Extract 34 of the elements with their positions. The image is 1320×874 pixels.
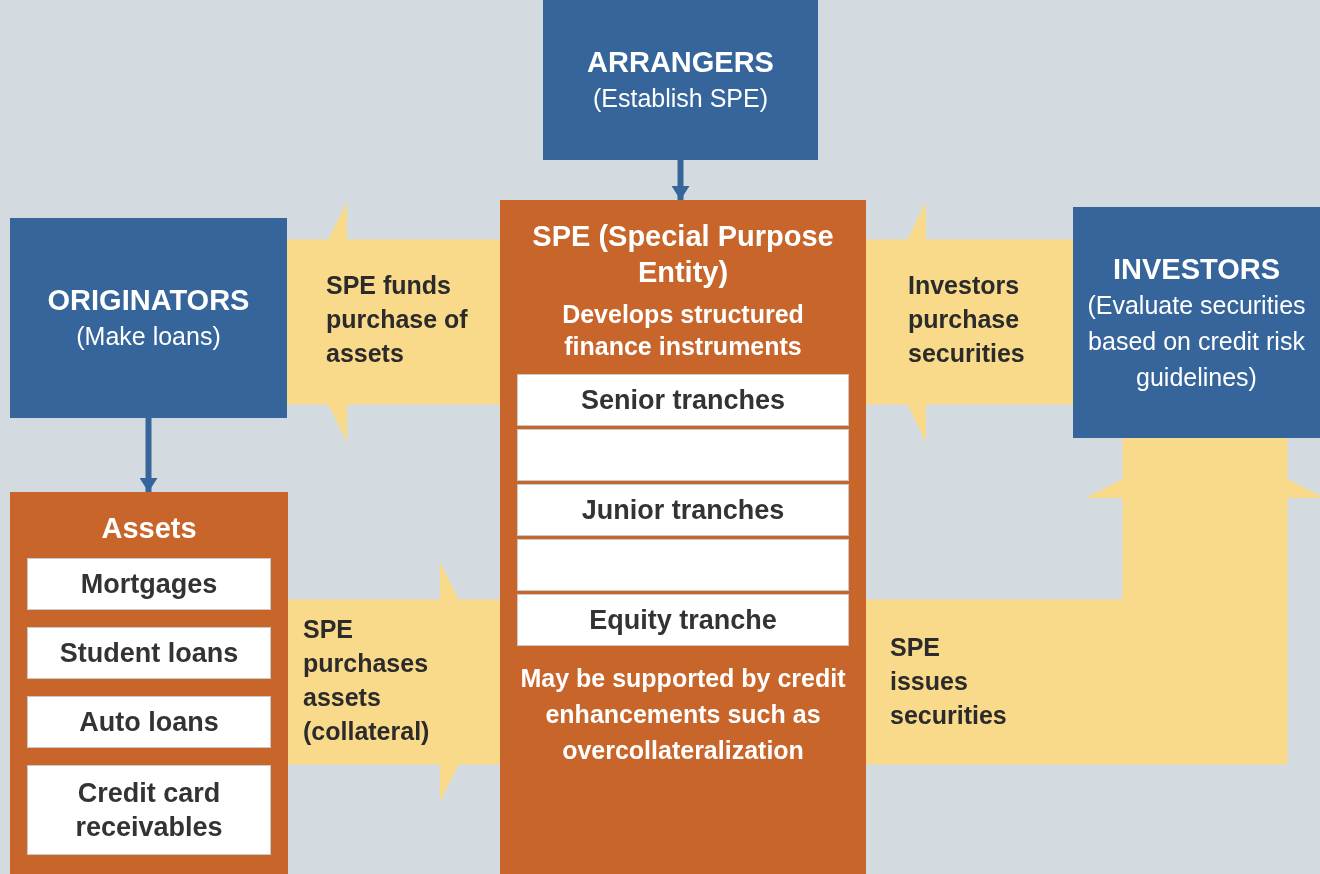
item-box: Mortgages xyxy=(27,558,271,610)
edge-label: SPE issues securities xyxy=(890,632,1008,731)
block-arrow xyxy=(287,202,500,442)
box-title: ARRANGERS xyxy=(587,45,774,80)
edge-label: Investors purchase securities xyxy=(908,270,1026,369)
item-box: Student loans xyxy=(27,627,271,679)
block-arrow xyxy=(866,438,1320,765)
empty-box xyxy=(517,429,849,481)
box-title: ORIGINATORS xyxy=(47,283,250,318)
box-subtitle: (Evaluate securities based on credit risk guidelines) xyxy=(1086,289,1307,393)
party-box xyxy=(10,218,287,418)
item-box: Equity tranche xyxy=(517,594,849,646)
entity-panel xyxy=(500,200,866,874)
block-arrow xyxy=(288,562,500,802)
box-subtitle: Develops structured finance instruments xyxy=(561,299,805,362)
edge-label: SPE purchases assets (collateral) xyxy=(303,614,431,747)
party-box xyxy=(543,0,818,160)
box-note: May be supported by credit enhancements such as overcollateralization xyxy=(519,663,847,766)
empty-box xyxy=(517,539,849,591)
item-box: Senior tranches xyxy=(517,374,849,426)
edge-label: SPE funds purchase of assets xyxy=(326,270,469,369)
entity-panel xyxy=(10,492,288,874)
box-title: Assets xyxy=(101,511,197,546)
item-box: Credit card receivables xyxy=(27,765,271,855)
block-arrow xyxy=(866,202,1073,442)
item-box: Junior tranches xyxy=(517,484,849,536)
party-box xyxy=(1073,207,1320,438)
box-title: SPE (Special Purpose Entity) xyxy=(531,219,835,290)
item-box: Auto loans xyxy=(27,696,271,748)
box-subtitle: (Establish SPE) xyxy=(592,83,769,114)
arrow xyxy=(139,418,158,492)
box-subtitle: (Make loans) xyxy=(76,321,221,352)
box-title: INVESTORS xyxy=(1112,251,1281,287)
arrow xyxy=(671,160,690,200)
